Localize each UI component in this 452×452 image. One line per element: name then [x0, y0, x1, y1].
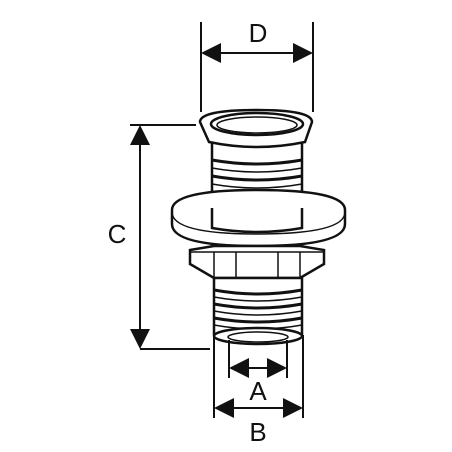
label-a: A	[249, 376, 267, 406]
dimension-a: A	[228, 340, 288, 406]
top-flange	[198, 108, 314, 149]
fitting-body	[170, 108, 347, 346]
label-d: D	[249, 18, 268, 48]
label-b: B	[249, 417, 266, 447]
bottom-bore	[227, 331, 289, 343]
dimension-c: C	[108, 124, 210, 350]
hex-nut	[188, 244, 326, 280]
lower-threads	[213, 288, 303, 330]
label-c: C	[108, 219, 127, 249]
dimension-d: D	[200, 18, 314, 112]
washer-flange	[170, 188, 347, 248]
dimension-b: B	[213, 335, 304, 447]
